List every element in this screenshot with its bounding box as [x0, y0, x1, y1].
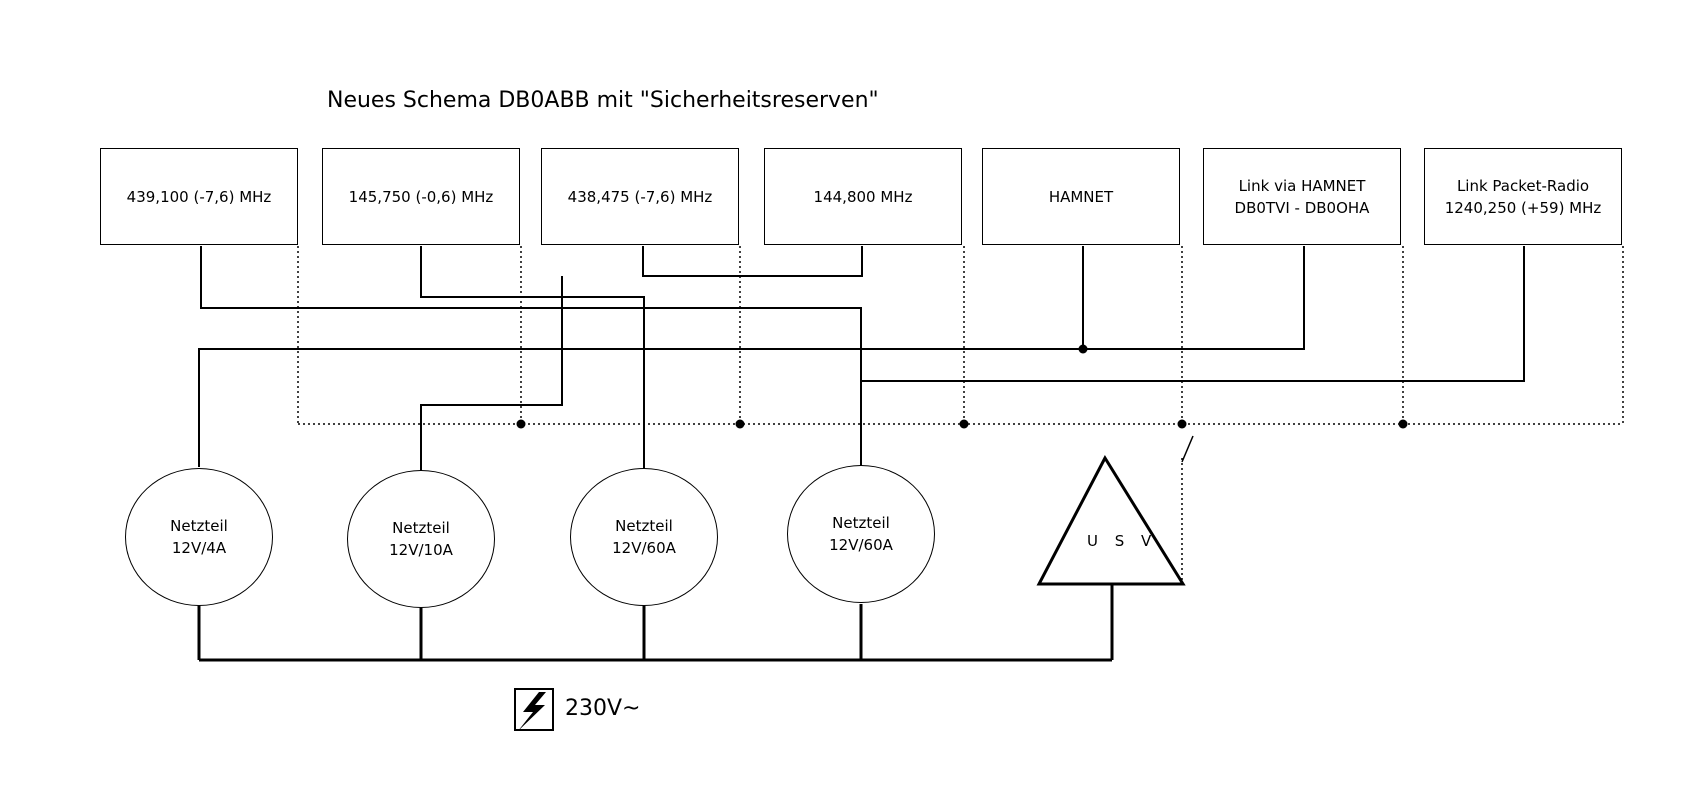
netzteil-2: Netzteil 12V/10A	[347, 470, 495, 608]
lightning-icon	[514, 688, 554, 731]
device-label-2: DB0TVI - DB0OHA	[1234, 198, 1370, 217]
junction-dot	[735, 419, 745, 429]
device-438475: 438,475 (-7,6) MHz	[541, 148, 739, 245]
netzteil-1: Netzteil 12V/4A	[125, 468, 273, 606]
ups-switch	[1181, 435, 1194, 463]
device-label-2: 1240,250 (+59) MHz	[1444, 198, 1602, 217]
junction-dot	[1398, 419, 1408, 429]
netzteil-label: Netzteil	[615, 517, 673, 535]
wire-rx-bus-to-netzteil-2	[420, 276, 563, 471]
device-144800: 144,800 MHz	[764, 148, 962, 245]
wire-439100-to-netzteil-4	[200, 246, 862, 466]
wire-145750-to-netzteil-3	[420, 246, 645, 468]
junction-dot	[516, 419, 526, 429]
netzteil-3: Netzteil 12V/60A	[570, 468, 718, 606]
netzteil-label: Netzteil	[170, 517, 228, 535]
junction-dot	[1078, 344, 1088, 354]
device-label: 439,100 (-7,6) MHz	[126, 187, 272, 206]
netzteil-label: Netzteil	[832, 514, 890, 532]
wire-packet-radio	[861, 246, 1525, 382]
device-link-hamnet: Link via HAMNET DB0TVI - DB0OHA	[1203, 148, 1401, 245]
netzteil-rating: 12V/10A	[389, 541, 453, 559]
device-hamnet: HAMNET	[982, 148, 1180, 245]
device-label: 438,475 (-7,6) MHz	[567, 187, 713, 206]
device-label: Link Packet-Radio	[1456, 176, 1590, 195]
device-145750: 145,750 (-0,6) MHz	[322, 148, 520, 245]
wire-hamnet-to-netzteil-1	[198, 246, 1305, 467]
wire-438475-to-netzteil-2	[642, 246, 863, 277]
device-label: HAMNET	[1048, 187, 1114, 206]
mains-label: 230V~	[565, 696, 641, 721]
netzteil-label: Netzteil	[392, 519, 450, 537]
device-label: Link via HAMNET	[1238, 176, 1366, 195]
netzteil-rating: 12V/60A	[829, 536, 893, 554]
device-439100: 439,100 (-7,6) MHz	[100, 148, 298, 245]
usv-label: U S V	[1087, 532, 1158, 550]
junction-dot	[1177, 419, 1187, 429]
device-label: 145,750 (-0,6) MHz	[348, 187, 494, 206]
diagram-title: Neues Schema DB0ABB mit "Sicherheitsrese…	[327, 88, 879, 113]
device-link-packet-radio: Link Packet-Radio 1240,250 (+59) MHz	[1424, 148, 1622, 245]
device-label: 144,800 MHz	[813, 187, 913, 206]
netzteil-4: Netzteil 12V/60A	[787, 465, 935, 603]
usv-triangle-icon	[1036, 454, 1186, 586]
netzteil-rating: 12V/4A	[171, 539, 227, 557]
junction-dot	[959, 419, 969, 429]
netzteil-rating: 12V/60A	[612, 539, 676, 557]
